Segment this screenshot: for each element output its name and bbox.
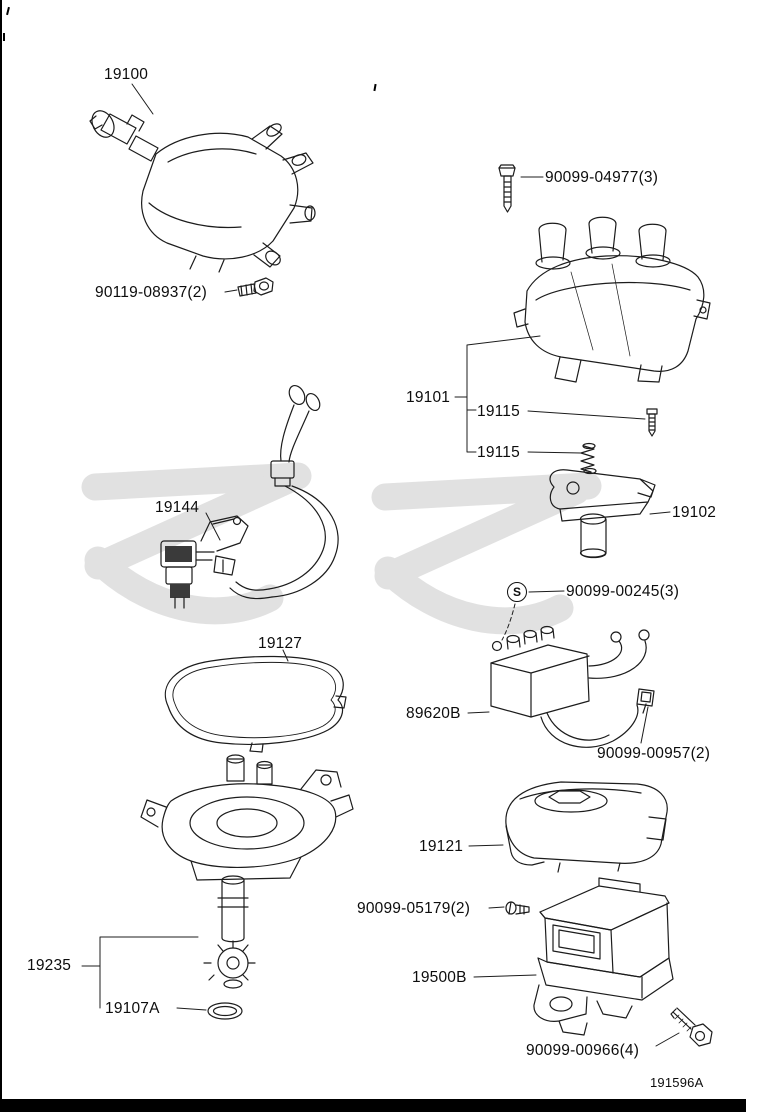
cap-screw-drawing [498, 164, 516, 213]
scan-edge-left [0, 0, 2, 1112]
label-rotor: 19102 [672, 504, 717, 521]
distributor-cap-drawing [513, 216, 711, 383]
label-igniter-screw: 90099-00245(3) [566, 583, 680, 600]
label-igniter: 89620B [406, 705, 461, 722]
label-dust-cover: 19121 [419, 838, 464, 855]
label-terminal-b: 19115 [477, 444, 520, 461]
label-distributor-assembly: 19100 [104, 66, 149, 83]
label-cord-clamp: 90099-00957(2) [597, 745, 711, 762]
label-distributor-bolt: 90119-08937(2) [95, 284, 207, 301]
shaft-drawing [203, 875, 256, 989]
label-coil-case: 19500B [412, 969, 467, 986]
diagram-id: 191596A [650, 1075, 704, 1090]
igniter-drawing [490, 625, 650, 748]
signal-generator-drawing [160, 384, 339, 609]
label-cap-screw: 90099-04977(3) [545, 169, 659, 186]
distributor-bolt-drawing [237, 277, 274, 297]
label-o-ring: 19107A [105, 1000, 160, 1017]
label-cap: 19101 [406, 389, 451, 406]
distributor-assembly-drawing [89, 110, 316, 273]
watermark [81, 462, 602, 635]
housing-drawing [140, 754, 354, 881]
label-signal-generator: 19144 [155, 499, 200, 516]
s-marker-letter: S [512, 585, 521, 599]
label-shaft: 19235 [27, 957, 72, 974]
label-packing: 19127 [258, 635, 303, 652]
scan-edge-bottom [0, 1099, 746, 1112]
o-ring-drawing [207, 1002, 243, 1020]
cord-clamp-drawing [636, 688, 655, 714]
cover-screw-drawing [505, 901, 530, 915]
label-terminal-a: 19115 [477, 403, 520, 420]
label-case-bolt: 90099-00966(4) [526, 1042, 640, 1059]
scan-mark [3, 33, 5, 41]
terminal-spring-drawing [580, 442, 597, 475]
case-bolt-drawing [670, 1007, 713, 1047]
packing-drawing [164, 655, 347, 753]
rotor-drawing [549, 469, 656, 559]
label-cover-screw: 90099-05179(2) [357, 900, 471, 917]
terminal-screw-drawing [646, 408, 658, 437]
dust-cover-drawing [505, 781, 668, 873]
leader-lines [81, 83, 680, 1047]
s-marker: S [507, 582, 527, 602]
coil-case-drawing [533, 877, 674, 1036]
